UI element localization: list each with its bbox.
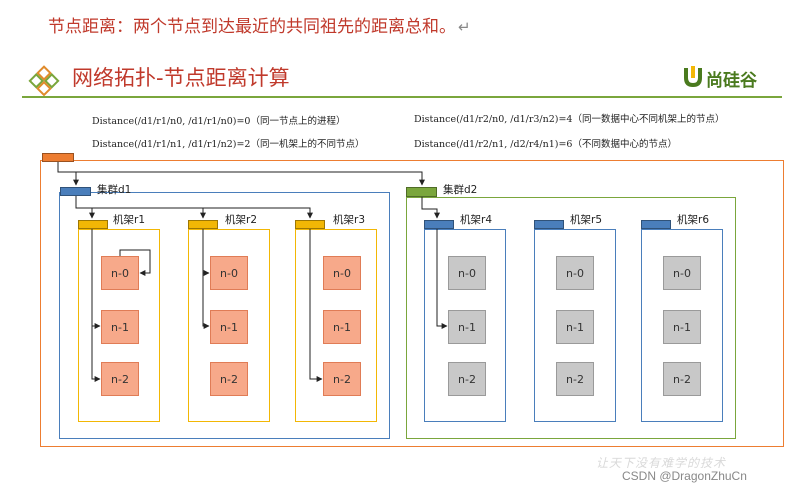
r3-node-n1: n-1 [323, 310, 361, 344]
rack-r3-label: 机架r3 [333, 214, 365, 226]
r4-node-n2: n-2 [448, 362, 486, 396]
cluster-d2 [406, 197, 736, 439]
root-container [40, 160, 784, 447]
formula-different-datacenter: Distance(/d1/r2/n1, /d2/r4/n1)=6（不同数据中心的… [414, 139, 677, 150]
rack-r5-label: 机架r5 [570, 214, 602, 226]
rack-r3-header [295, 220, 325, 229]
r1-node-n0: n-0 [101, 256, 139, 290]
rack-r1 [78, 229, 160, 422]
title-divider [22, 96, 782, 98]
rack-r4-header [424, 220, 454, 229]
return-mark-icon: ↵ [458, 18, 471, 36]
title-logo-icon [28, 65, 60, 96]
cluster-d1 [59, 192, 390, 439]
r1-node-n2: n-2 [101, 362, 139, 396]
cluster-d1-header [60, 187, 91, 196]
brand-logo-text: 尚硅谷 [706, 71, 757, 91]
brand-logo-icon [684, 66, 702, 88]
r6-node-n2: n-2 [663, 362, 701, 396]
r5-node-n1: n-1 [556, 310, 594, 344]
r6-node-n0: n-0 [663, 256, 701, 290]
r3-node-n2: n-2 [323, 362, 361, 396]
watermark-slogan: 让天下没有难学的技术 [596, 456, 727, 470]
r5-node-n2: n-2 [556, 362, 594, 396]
cluster-d2-header [406, 187, 437, 197]
r2-node-n0: n-0 [210, 256, 248, 290]
page-title: 网络拓扑-节点距离计算 [72, 66, 290, 90]
r5-node-n0: n-0 [556, 256, 594, 290]
watermark-csdn: CSDN @DragonZhuCn [622, 469, 747, 483]
rack-r2 [188, 229, 270, 422]
rack-r6-header [641, 220, 671, 229]
rack-r2-label: 机架r2 [225, 214, 257, 226]
r1-node-n1: n-1 [101, 310, 139, 344]
r3-node-n0: n-0 [323, 256, 361, 290]
rack-r4 [424, 229, 506, 422]
rack-r2-header [188, 220, 218, 229]
rack-r6 [641, 229, 723, 422]
rack-r6-label: 机架r6 [677, 214, 709, 226]
rack-r4-label: 机架r4 [460, 214, 492, 226]
r4-node-n1: n-1 [448, 310, 486, 344]
rack-r3 [295, 229, 377, 422]
r2-node-n2: n-2 [210, 362, 248, 396]
root-header [42, 153, 74, 162]
rack-r5 [534, 229, 616, 422]
r6-node-n1: n-1 [663, 310, 701, 344]
r4-node-n0: n-0 [448, 256, 486, 290]
heading-text: 节点距离：两个节点到达最近的共同祖先的距离总和。 [48, 17, 456, 37]
cluster-d2-label: 集群d2 [443, 184, 478, 196]
rack-r5-header [534, 220, 564, 229]
rack-r1-label: 机架r1 [113, 214, 145, 226]
formula-same-node: Distance(/d1/r1/n0, /d1/r1/n0)=0（同一节点上的进… [92, 116, 346, 127]
r2-node-n1: n-1 [210, 310, 248, 344]
formula-same-datacenter: Distance(/d1/r2/n0, /d1/r3/n2)=4（同一数据中心不… [414, 114, 725, 125]
cluster-d1-label: 集群d1 [97, 184, 132, 196]
heading: 节点距离：两个节点到达最近的共同祖先的距离总和。↵ [48, 12, 471, 37]
formula-same-rack: Distance(/d1/r1/n1, /d1/r1/n2)=2（同一机架上的不… [92, 139, 365, 150]
rack-r1-header [78, 220, 108, 229]
